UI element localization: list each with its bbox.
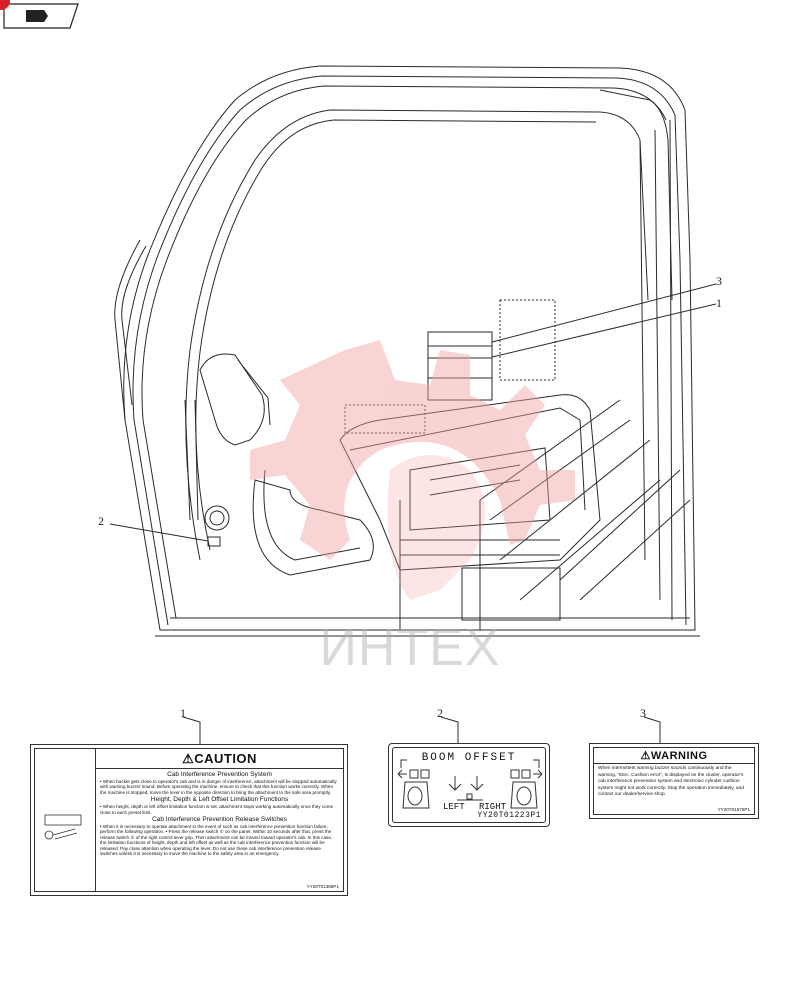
watermark-text: ИНТЕХ <box>319 619 501 677</box>
caution-pictogram <box>35 749 96 891</box>
control-console <box>339 394 601 571</box>
label-2-number: 2 <box>437 706 443 720</box>
dial-knob <box>204 505 230 531</box>
caution-header: ⚠CAUTION <box>96 751 343 769</box>
callout-2: 2 <box>98 514 104 528</box>
boom-offset-left-label: LEFT <box>443 802 465 812</box>
cab-frame-inner <box>132 75 687 626</box>
leader-line-1 <box>491 303 717 358</box>
callout-1: 1 <box>716 296 722 310</box>
warning-decal: ⚠WARNING When intermittent warning buzze… <box>589 743 759 819</box>
caution-section-3-body: • When it is necessary to operate attach… <box>100 824 333 857</box>
caution-section-2-title: Height, Depth & Left Offset Limitation F… <box>150 796 289 804</box>
boom-offset-decal: BOOM OFFSET <box>388 743 550 827</box>
label-2-leader <box>440 716 459 743</box>
front-window <box>185 109 649 561</box>
decal-2-position <box>207 536 221 547</box>
down-arrow-right-icon <box>470 776 484 791</box>
down-arrow-left-icon <box>448 776 462 791</box>
cab-floor <box>155 617 700 637</box>
leader-line-3 <box>491 283 717 343</box>
monitor <box>199 353 265 446</box>
pedal-right-icon <box>533 759 540 768</box>
nav-tab-shape <box>3 3 79 29</box>
watermark-logo <box>250 340 575 600</box>
caution-section-2-body: • When height, depth or left offset limi… <box>100 804 334 815</box>
caution-code: YY20T01368P1 <box>306 884 339 889</box>
boom-offset-title: BOOM OFFSET <box>421 752 517 764</box>
label-1-leader <box>182 716 201 744</box>
caution-section-3-title: Cab Interference Prevention Release Swit… <box>152 816 287 824</box>
boom-offset-right-label: RIGHT <box>479 802 507 812</box>
label-3-leader <box>643 716 661 743</box>
warning-header: ⚠WARNING <box>594 748 754 764</box>
boom-offset-pictogram <box>397 759 543 809</box>
operator-seat <box>252 479 374 576</box>
caution-section-1-title: Cab Interference Prevention System <box>167 771 272 778</box>
label-1-number: 1 <box>180 706 186 720</box>
arrow-icon <box>26 10 48 22</box>
pedal-left-icon <box>400 759 407 768</box>
cab-frame-outer <box>123 65 696 631</box>
nav-badge-dot <box>0 0 10 10</box>
decal-3-position <box>427 331 493 359</box>
caution-section-1-body: • When bucket gets close to operator's c… <box>100 779 337 795</box>
label-3-number: 3 <box>640 706 646 720</box>
nav-back-tab[interactable] <box>0 0 80 32</box>
leader-line-2 <box>109 523 209 542</box>
warning-code: YY20T01676P1 <box>717 807 750 812</box>
callout-3: 3 <box>716 274 722 288</box>
caution-decal: ⚠CAUTION Cab Interference Prevention Sys… <box>30 744 348 896</box>
boom-offset-code: YY20T01223P1 <box>477 811 541 820</box>
warning-body: When intermittent warning buzzer sounds … <box>598 766 744 798</box>
